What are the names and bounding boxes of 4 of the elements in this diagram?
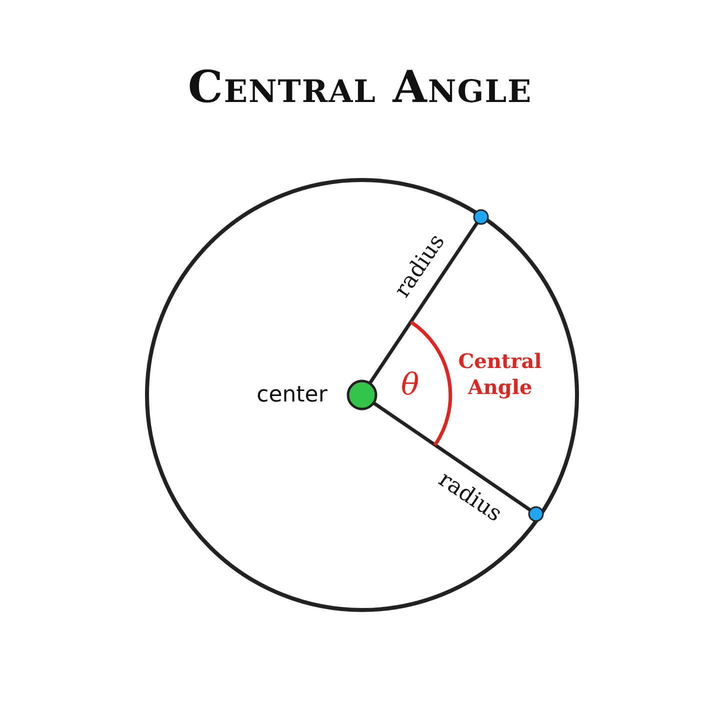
center-label: center (256, 382, 328, 408)
title: Central Angle (186, 62, 534, 113)
angle-label: Central Angle (457, 348, 543, 400)
angle-symbol: θ (400, 368, 420, 402)
